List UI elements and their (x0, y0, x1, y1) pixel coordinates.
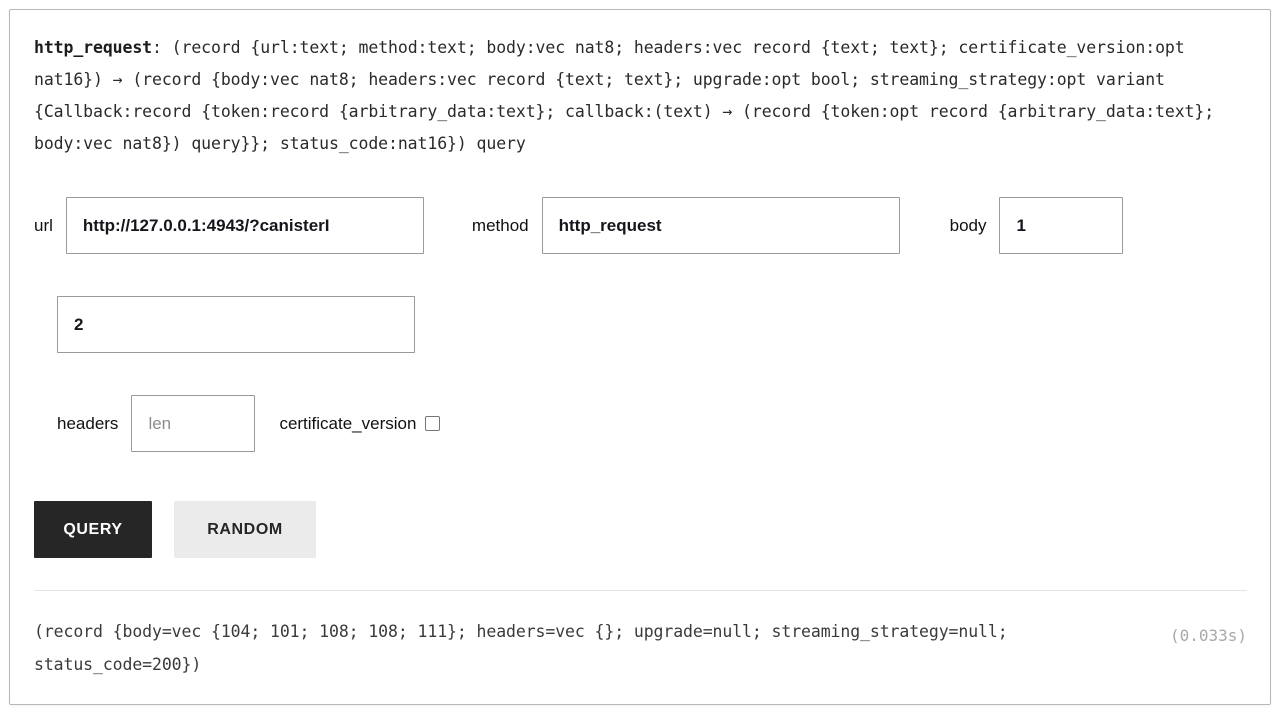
action-buttons: QUERY RANDOM (34, 501, 316, 558)
body-element-input[interactable] (57, 296, 415, 353)
method-signature-types: : (record {url:text; method:text; body:v… (34, 38, 1215, 153)
headers-length-input[interactable] (131, 395, 256, 452)
card-inner: http_request: (record {url:text; method:… (34, 32, 1246, 160)
label-url: url (34, 215, 53, 235)
random-button[interactable]: RANDOM (174, 501, 316, 558)
body-length-input[interactable] (999, 197, 1124, 254)
certificate-version-group: certificate_version (279, 413, 441, 434)
method-input[interactable] (541, 197, 900, 254)
arg-row-primary: url method body (34, 197, 1124, 254)
output-duration: (0.033s) (1169, 626, 1247, 645)
method-name: http_request (34, 38, 153, 57)
label-body: body (949, 215, 987, 235)
query-button[interactable]: QUERY (34, 501, 152, 558)
output-divider (34, 590, 1247, 591)
arg-row-headers: headers certificate_version (57, 395, 441, 452)
label-certificate-version: certificate_version (279, 413, 417, 433)
method-signature: http_request: (record {url:text; method:… (34, 32, 1229, 160)
certificate-version-checkbox[interactable] (425, 416, 441, 431)
output-result: (record {body=vec {104; 101; 108; 108; 1… (34, 622, 1008, 674)
label-headers: headers (57, 413, 119, 433)
arg-row-body-element (57, 296, 415, 353)
method-card: http_request: (record {url:text; method:… (9, 9, 1271, 705)
url-input[interactable] (65, 197, 424, 254)
label-method: method (471, 215, 529, 235)
output-block: (record {body=vec {104; 101; 108; 108; 1… (34, 615, 1247, 681)
